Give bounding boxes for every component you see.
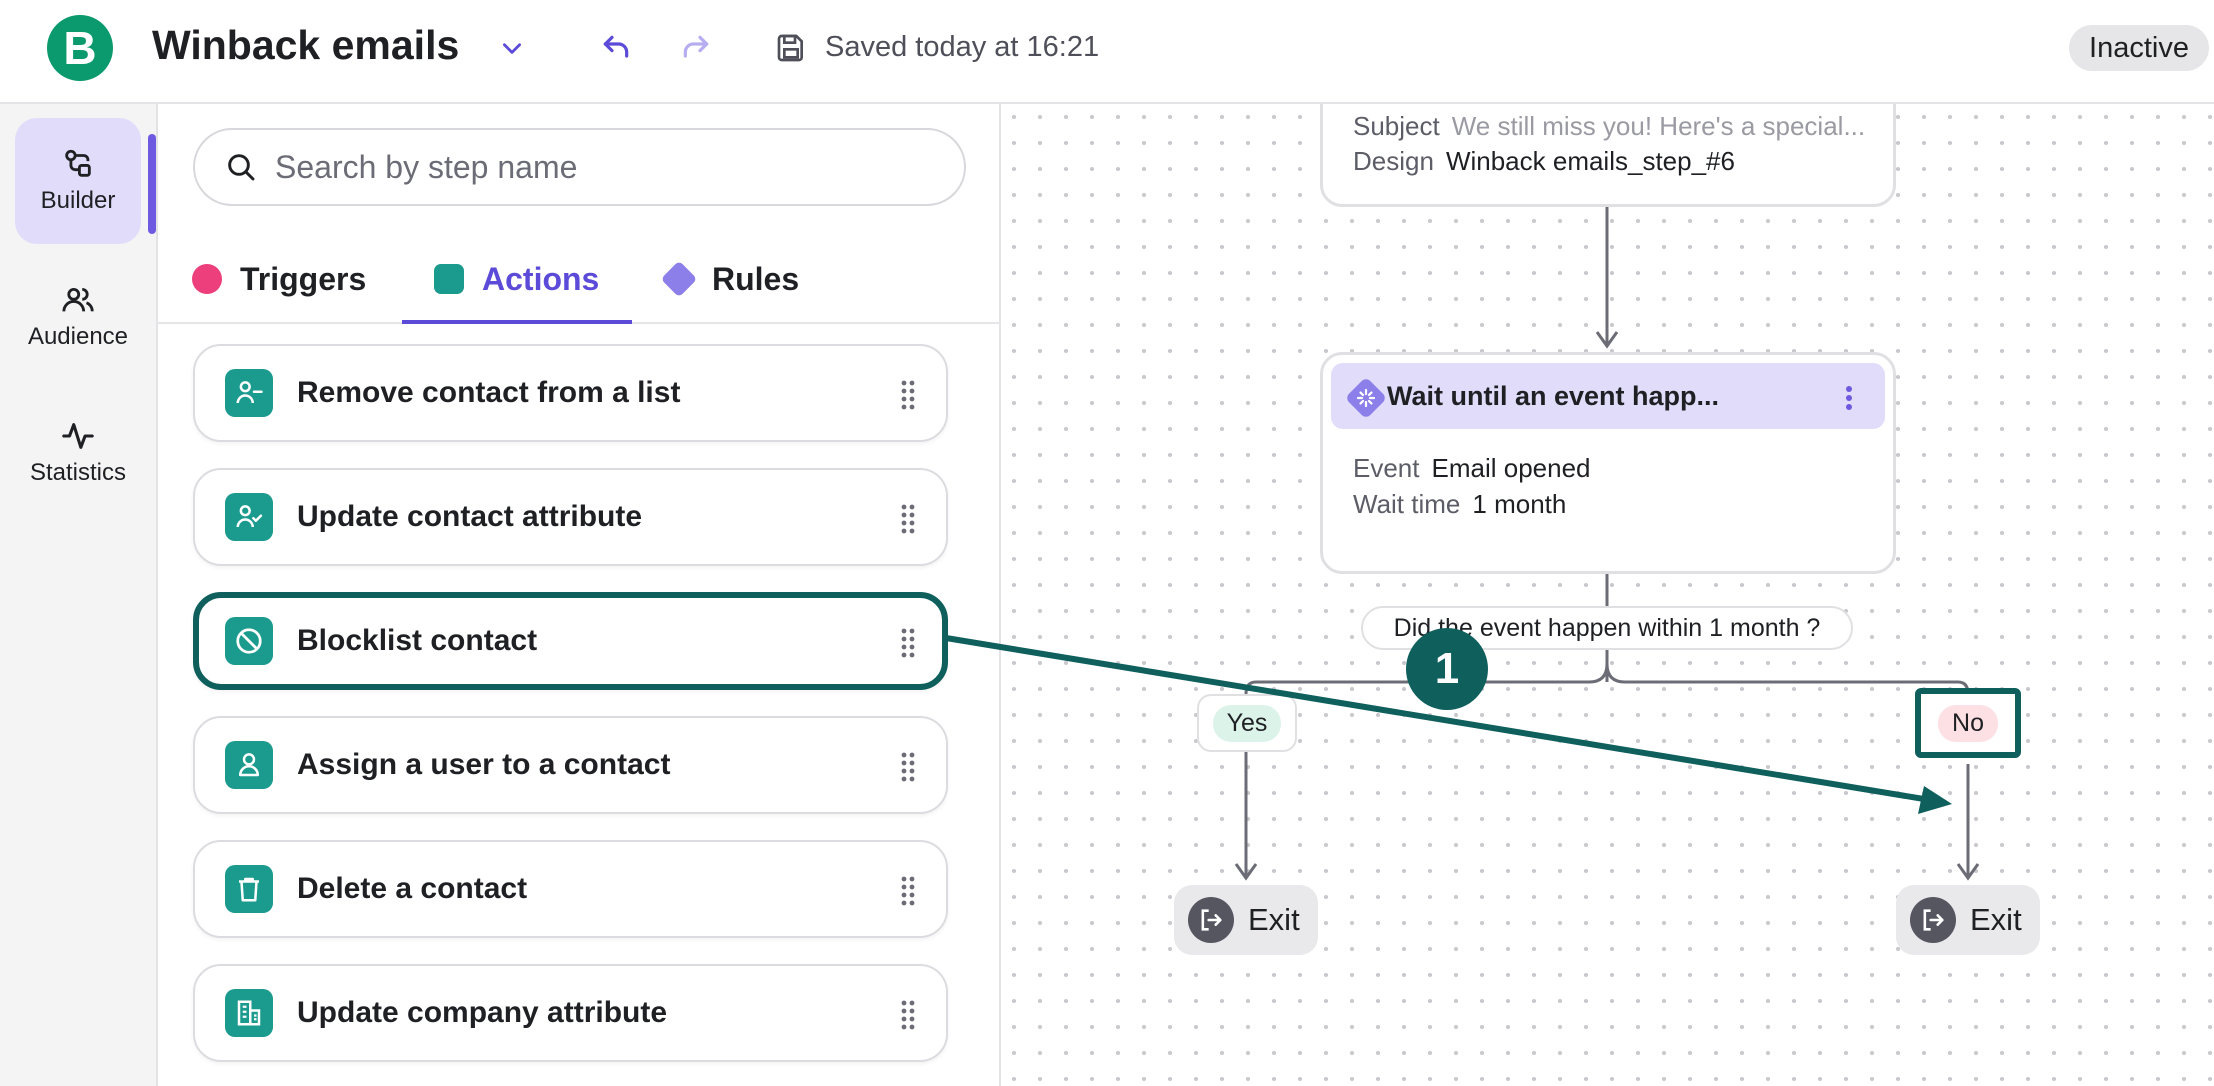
action-label: Blocklist contact (297, 624, 538, 657)
tab-label: Actions (482, 260, 600, 297)
action-item-delete-contact[interactable]: Delete a contact (193, 840, 948, 938)
email-step-card[interactable]: Subject We still miss you! Here's a speci… (1320, 104, 1896, 207)
exit-label: Exit (1248, 902, 1300, 937)
audience-icon (62, 287, 94, 312)
subject-row: Subject We still miss you! Here's a speci… (1353, 111, 1865, 142)
design-label: Design (1353, 146, 1434, 176)
drag-handle-icon[interactable] (900, 380, 916, 410)
save-icon (771, 28, 811, 68)
wait-step-header: Wait until an event happ... (1331, 363, 1885, 429)
app-header: B Winback emails Saved today at 16:21 In… (0, 0, 2214, 104)
builder-icon (65, 149, 91, 177)
search-input[interactable] (275, 148, 915, 186)
active-indicator (148, 134, 156, 234)
workflow-title[interactable]: Winback emails (152, 22, 460, 68)
subject-value: We still miss you! Here's a special... (1451, 111, 1866, 141)
user-minus-icon (225, 369, 273, 417)
search-box[interactable] (193, 128, 966, 206)
rail-item-statistics[interactable]: Statistics (15, 390, 141, 516)
more-vertical-icon[interactable] (1845, 385, 1853, 411)
action-label: Assign a user to a contact (297, 748, 671, 781)
drag-handle-icon[interactable] (900, 1000, 916, 1030)
design-value: Winback emails_step_#6 (1445, 146, 1735, 176)
rail-item-label: Builder (40, 187, 116, 214)
wait-time-row: Wait time 1 month (1353, 489, 1566, 520)
drag-handle-icon[interactable] (900, 628, 916, 658)
action-item-update-company-attribute[interactable]: Update company attribute (193, 964, 948, 1062)
redo-icon[interactable] (676, 28, 716, 68)
action-label: Update contact attribute (297, 500, 643, 533)
undo-icon[interactable] (596, 28, 636, 68)
status-badge: Inactive (2069, 25, 2209, 71)
action-item-assign-user[interactable]: Assign a user to a contact (193, 716, 948, 814)
steps-panel: Triggers Actions Rules Remove contact fr… (158, 104, 1001, 1086)
action-label: Update company attribute (297, 996, 668, 1029)
exit-icon (1910, 897, 1956, 943)
rail-item-label: Audience (27, 323, 129, 350)
saved-status: Saved today at 16:21 (825, 31, 1100, 63)
exit-node-yes[interactable]: Exit (1174, 885, 1318, 955)
tab-rules[interactable]: Rules (660, 234, 800, 324)
wait-step-title: Wait until an event happ... (1387, 380, 1720, 411)
rule-wait-icon (1347, 379, 1385, 417)
exit-node-no[interactable]: Exit (1896, 885, 2040, 955)
drag-handle-icon[interactable] (900, 504, 916, 534)
user-icon (225, 741, 273, 789)
tab-label: Rules (712, 260, 800, 297)
drag-handle-icon[interactable] (900, 876, 916, 906)
no-branch-label: No (1938, 704, 1998, 742)
left-rail: Builder Audience Statistics (0, 104, 158, 1086)
wait-time-value: 1 month (1472, 489, 1567, 519)
search-icon (228, 154, 255, 181)
user-check-icon (225, 493, 273, 541)
event-row: Event Email opened (1353, 453, 1591, 484)
step-tabs: Triggers Actions Rules (158, 234, 1001, 324)
exit-icon (1188, 897, 1234, 943)
subject-label: Subject (1353, 111, 1440, 141)
building-icon (225, 989, 273, 1037)
action-label: Delete a contact (297, 872, 528, 905)
active-tab-underline (402, 320, 632, 324)
yes-branch-label: Yes (1212, 704, 1282, 742)
tab-label: Triggers (240, 260, 367, 297)
tab-actions[interactable]: Actions (434, 234, 599, 324)
event-value: Email opened (1431, 453, 1591, 483)
rail-item-audience[interactable]: Audience (15, 254, 141, 380)
action-item-remove-from-list[interactable]: Remove contact from a list (193, 344, 948, 442)
wait-step-card[interactable]: Wait until an event happ... Event Email o… (1320, 352, 1896, 574)
rule-diamond-icon (660, 260, 698, 298)
action-square-icon (434, 264, 464, 294)
workflow-canvas[interactable]: Subject We still miss you! Here's a speci… (1001, 104, 2214, 1086)
no-branch-wrapper: No (1915, 688, 2021, 758)
tab-triggers[interactable]: Triggers (192, 234, 366, 324)
action-item-blocklist-contact[interactable]: Blocklist contact (193, 592, 948, 690)
action-label: Remove contact from a list (297, 376, 681, 409)
event-label: Event (1353, 453, 1420, 483)
trigger-dot-icon (192, 264, 222, 294)
rail-item-builder[interactable]: Builder (15, 118, 141, 244)
exit-label: Exit (1970, 902, 2022, 937)
trash-icon (225, 865, 273, 913)
chevron-down-icon[interactable] (492, 28, 532, 68)
yes-branch-wrapper: Yes (1197, 694, 1297, 752)
block-icon (225, 617, 273, 665)
design-row: Design Winback emails_step_#6 (1353, 146, 1735, 177)
rail-item-label: Statistics (29, 459, 127, 486)
wait-time-label: Wait time (1353, 489, 1461, 519)
action-item-update-contact-attribute[interactable]: Update contact attribute (193, 468, 948, 566)
step-number-marker: 1 (1406, 628, 1488, 710)
statistics-icon (62, 423, 94, 449)
brand-logo[interactable]: B (47, 15, 113, 81)
drag-handle-icon[interactable] (900, 752, 916, 782)
